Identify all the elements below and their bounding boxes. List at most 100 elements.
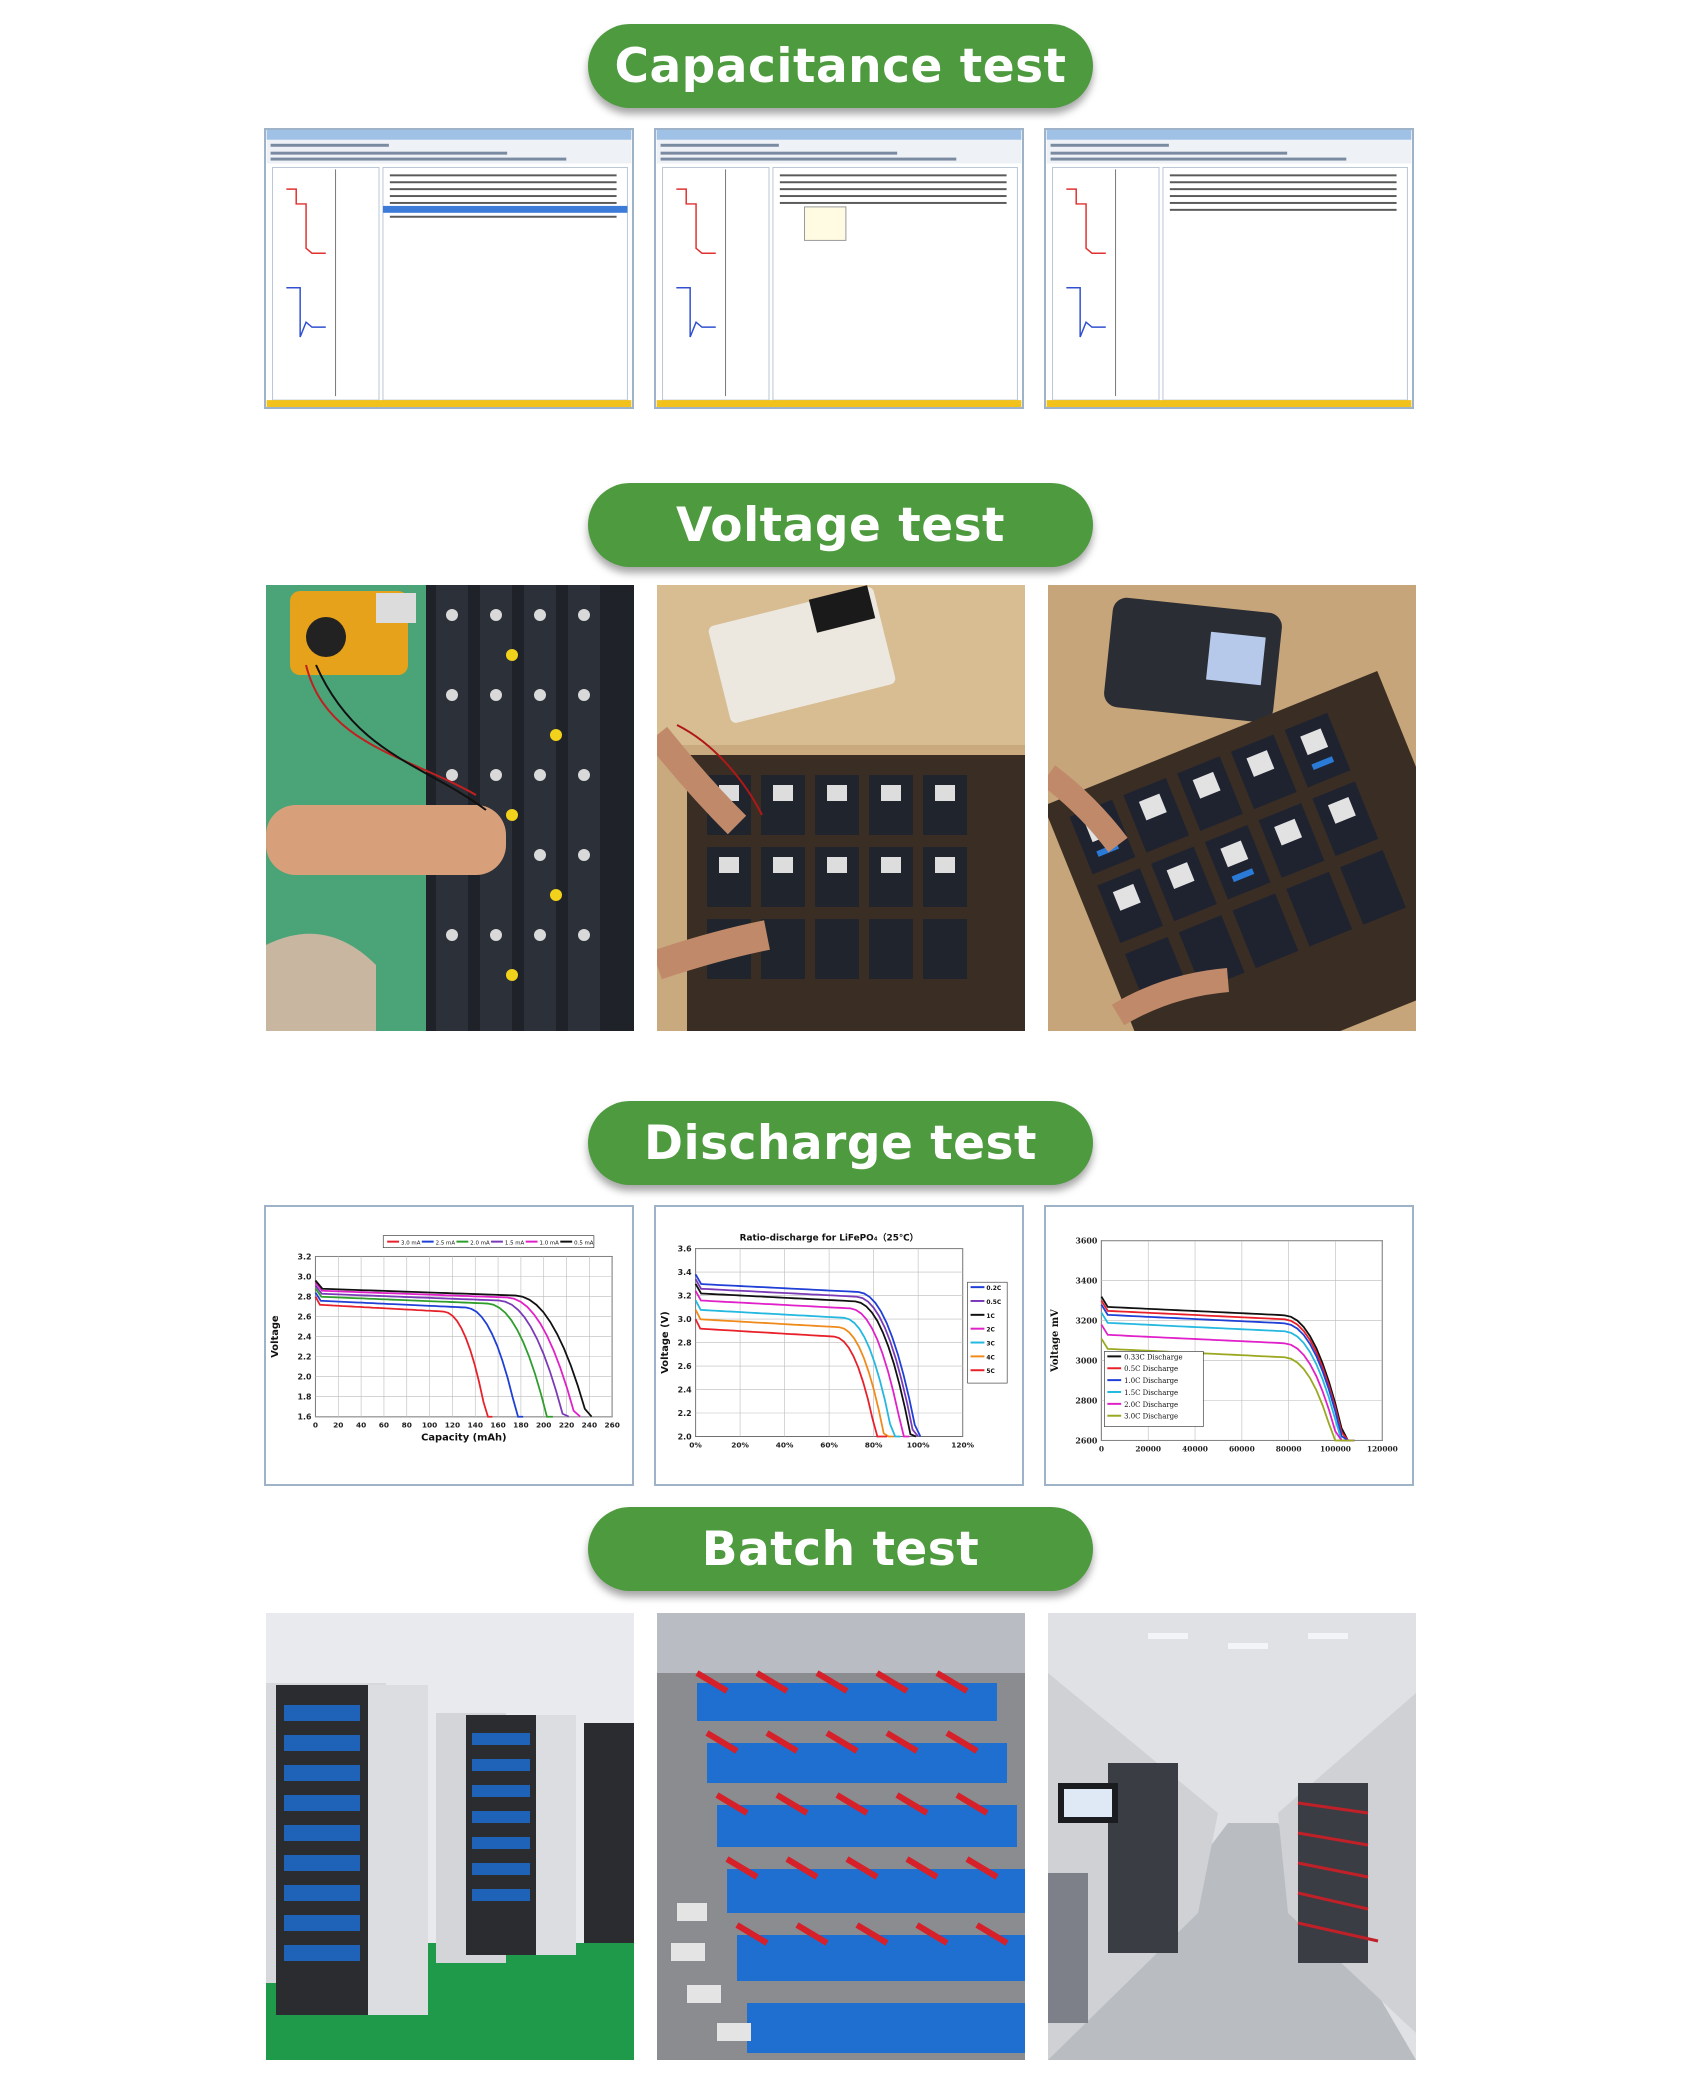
- x-tick-label: 80%: [865, 1440, 883, 1449]
- y-tick-label: 2.6: [678, 1362, 693, 1371]
- y-tick-label: 3.0: [678, 1315, 693, 1324]
- legend-label: 1.5C Discharge: [1124, 1389, 1178, 1397]
- series-line: [1100, 1312, 1355, 1442]
- x-tick-label: 260: [604, 1421, 619, 1430]
- capacitance-software-screenshot-3: [1044, 128, 1414, 409]
- series-line: [694, 1309, 894, 1438]
- legend-box: [1104, 1351, 1204, 1427]
- legend-label: 2C: [986, 1327, 994, 1334]
- y-tick-label: 2.2: [297, 1353, 311, 1362]
- series-line: [694, 1273, 922, 1437]
- y-tick-label: 2.8: [678, 1339, 693, 1348]
- voltage-tester-photo-image: [657, 585, 1025, 1031]
- x-tick-label: 140: [468, 1421, 483, 1430]
- y-tick-label: 2.6: [297, 1313, 312, 1322]
- legend-label: 5C: [986, 1368, 994, 1375]
- y-tick-label: 3000: [1075, 1357, 1098, 1366]
- batch-test-photo-aisle: [1048, 1613, 1416, 2060]
- x-tick-label: 120%: [951, 1440, 974, 1449]
- y-tick-label: 3400: [1075, 1277, 1098, 1286]
- legend-label: 2.5 mA: [436, 1241, 456, 1247]
- series-line: [314, 1288, 553, 1418]
- series-line: [314, 1285, 570, 1418]
- section-title-voltage: Voltage test: [588, 483, 1093, 567]
- test-cabinets-photo-image: [266, 1613, 634, 2060]
- y-tick-label: 3.0: [297, 1272, 312, 1281]
- test-aisle-photo-image: [1048, 1613, 1416, 2060]
- x-tick-label: 240: [582, 1421, 597, 1430]
- x-tick-label: 20: [333, 1421, 343, 1430]
- software-window-image: [1046, 130, 1412, 407]
- legend-label: 3.0C Discharge: [1124, 1413, 1178, 1421]
- x-tick-label: 80000: [1276, 1444, 1302, 1453]
- y-tick-label: 2.0: [297, 1373, 312, 1382]
- x-tick-label: 160: [490, 1421, 505, 1430]
- y-tick-label: 1.6: [297, 1413, 312, 1422]
- legend-label: 3.0 mA: [401, 1241, 421, 1247]
- series-line: [314, 1281, 581, 1418]
- legend-label: 0.5C: [986, 1299, 1001, 1306]
- series-line: [1100, 1338, 1355, 1442]
- legend-label: 0.5C Discharge: [1124, 1365, 1178, 1373]
- y-tick-label: 3.2: [678, 1292, 692, 1301]
- y-tick-label: 3200: [1075, 1317, 1098, 1326]
- legend-label: 1.0C Discharge: [1124, 1377, 1178, 1385]
- y-axis-label: Voltage: [270, 1315, 281, 1358]
- legend-label: 4C: [986, 1354, 994, 1361]
- voltage-test-photo-multimeter: [266, 585, 634, 1031]
- legend-label: 2.0C Discharge: [1124, 1401, 1178, 1409]
- legend-box: [382, 1235, 595, 1248]
- series-line: [314, 1279, 593, 1418]
- y-tick-label: 3.2: [297, 1252, 311, 1261]
- battery-racks-photo-image: [657, 1613, 1025, 2060]
- series-line: [1100, 1300, 1355, 1442]
- x-tick-label: 0%: [689, 1440, 702, 1449]
- series-line: [1100, 1296, 1355, 1442]
- series-line: [694, 1290, 910, 1438]
- legend-label: 0.5 mA: [574, 1241, 594, 1247]
- x-tick-label: 120000: [1367, 1444, 1398, 1453]
- x-tick-label: 20000: [1135, 1444, 1161, 1453]
- software-window-image: [266, 130, 632, 407]
- batch-test-photo-racks: [657, 1613, 1025, 2060]
- legend-label: 0.33C Discharge: [1124, 1353, 1182, 1361]
- chart-title: Ratio-discharge for LiFePO₄（25℃）: [740, 1233, 919, 1244]
- x-tick-label: 20%: [731, 1440, 749, 1449]
- capacitance-software-screenshot-1: [264, 128, 634, 409]
- x-tick-label: 40: [356, 1421, 366, 1430]
- series-line: [694, 1299, 901, 1438]
- legend-box: [967, 1281, 1008, 1384]
- y-tick-label: 2800: [1075, 1396, 1098, 1405]
- x-tick-label: 60%: [820, 1440, 838, 1449]
- multimeter-photo-image: [266, 585, 634, 1031]
- x-axis-label: Capacity (mAh): [421, 1432, 506, 1443]
- legend-label: 1.0 mA: [540, 1241, 560, 1247]
- x-tick-label: 120: [445, 1421, 460, 1430]
- x-tick-label: 0: [1099, 1444, 1104, 1453]
- x-tick-label: 100%: [907, 1440, 930, 1449]
- x-tick-label: 220: [559, 1421, 574, 1430]
- section-title-batch: Batch test: [588, 1507, 1093, 1591]
- voltage-test-photo-battery-meter: [1048, 585, 1416, 1031]
- y-tick-label: 2600: [1075, 1436, 1098, 1445]
- x-tick-label: 180: [513, 1421, 528, 1430]
- legend-label: 0.2C: [986, 1285, 1001, 1292]
- series-line: [694, 1283, 917, 1438]
- section-title-capacitance: Capacitance test: [588, 24, 1093, 108]
- legend-label: 1.5 mA: [505, 1241, 525, 1247]
- y-tick-label: 2.4: [297, 1333, 312, 1342]
- series-line: [314, 1292, 524, 1418]
- y-tick-label: 1.8: [297, 1393, 312, 1402]
- software-window-image: [656, 130, 1022, 407]
- capacitance-software-screenshot-2: [654, 128, 1024, 409]
- y-tick-label: 2.2: [678, 1409, 692, 1418]
- series-line: [694, 1318, 887, 1438]
- y-tick-label: 3.4: [678, 1268, 693, 1277]
- y-tick-label: 3600: [1075, 1237, 1098, 1246]
- x-tick-label: 100: [422, 1421, 437, 1430]
- x-tick-label: 200: [536, 1421, 551, 1430]
- series-line: [694, 1278, 919, 1438]
- x-tick-label: 60: [379, 1421, 389, 1430]
